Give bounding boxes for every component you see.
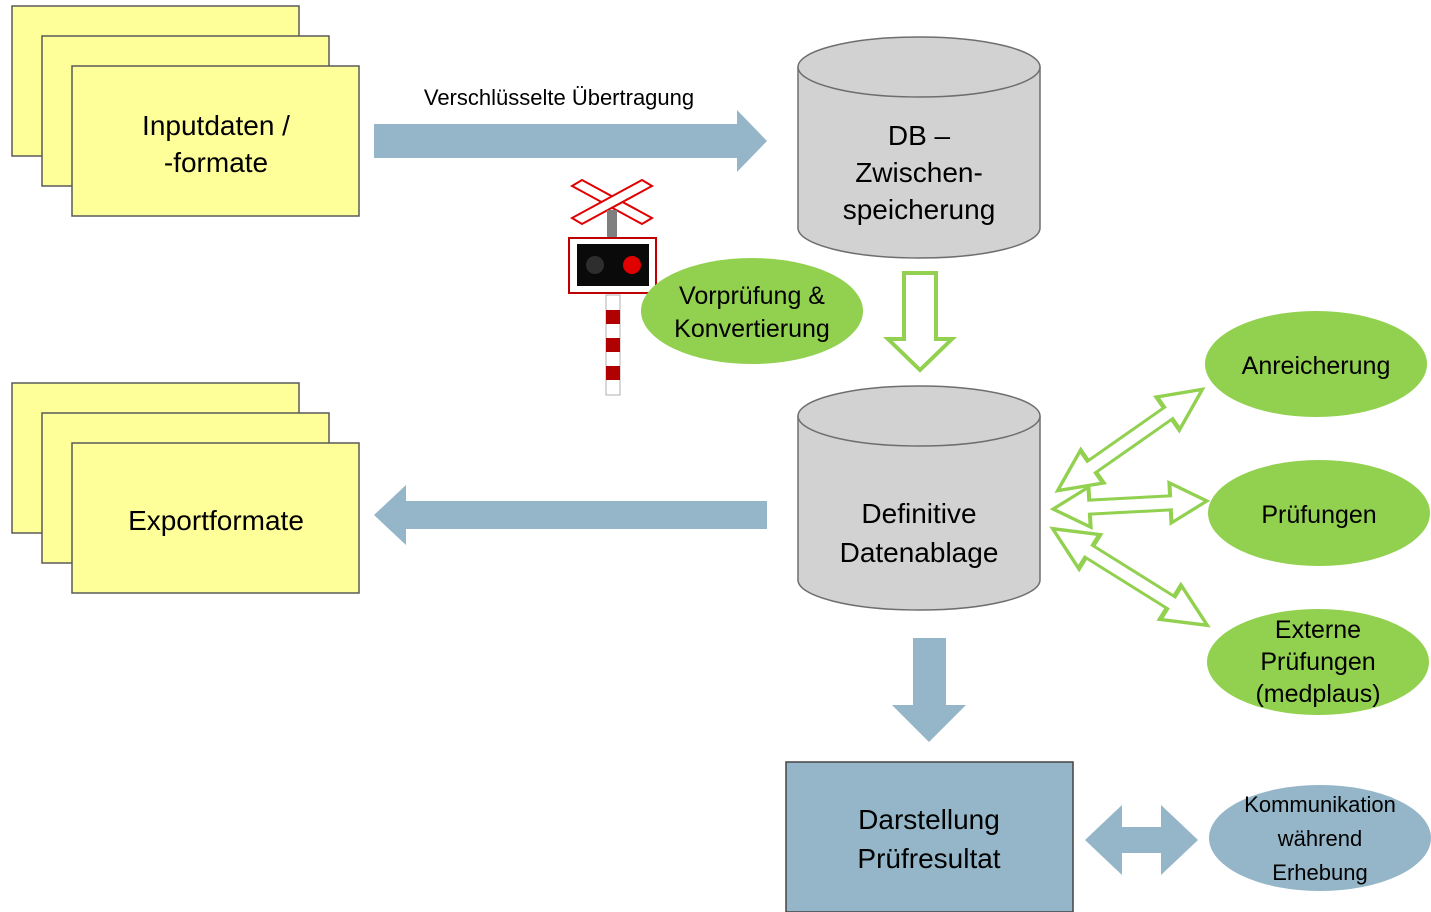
external-checks-ellipse: Externe Prüfungen (medplaus): [1207, 609, 1429, 715]
final-database-top: [797, 385, 1041, 447]
communication-label-line3: Erhebung: [1272, 860, 1367, 885]
staging-database-label-line2: Zwischen-: [855, 157, 983, 188]
communication-ellipse: Kommunikation während Erhebung: [1209, 785, 1431, 891]
enrichment-label: Anreicherung: [1242, 352, 1391, 380]
external-checks-label-line3: (medplaus): [1255, 680, 1380, 708]
staging-database-label-line1: DB –: [888, 120, 951, 151]
precheck-label-line2: Konvertierung: [674, 315, 830, 343]
checks-ellipse: Prüfungen: [1208, 460, 1430, 566]
checks-label: Prüfungen: [1261, 501, 1376, 529]
input-documents-stack: Inputdaten / -formate: [11, 5, 360, 217]
crossing-post: [605, 294, 621, 396]
staging-database-label-line3: speicherung: [843, 194, 996, 225]
transfer-label: Verschlüsselte Übertragung: [424, 85, 694, 110]
export-arrow: [374, 485, 767, 545]
crossing-cross: [569, 178, 655, 226]
final-database-label-line2: Datenablage: [840, 537, 999, 568]
transfer-arrow: [374, 110, 767, 172]
crossing-pole-top: [607, 210, 617, 240]
communication-label-line2: während: [1277, 826, 1362, 851]
final-to-result-arrow: [892, 638, 966, 742]
staging-database-top: [797, 36, 1041, 98]
precheck-ellipse: Vorprüfung & Konvertierung: [641, 258, 863, 364]
staging-database: DB – Zwischen- speicherung: [797, 36, 1041, 259]
signal-light-off: [586, 256, 604, 274]
enrichment-double-arrow: [1054, 387, 1206, 493]
precheck-label-line1: Vorprüfung &: [679, 282, 825, 310]
staging-to-final-arrow: [883, 271, 957, 373]
input-doc-front: [71, 65, 360, 217]
export-documents-stack: Exportformate: [11, 382, 360, 594]
result-box: Darstellung Prüfresultat: [785, 761, 1074, 912]
communication-label-line1: Kommunikation: [1244, 792, 1396, 817]
final-database: Definitive Datenablage: [797, 385, 1041, 611]
export-doc-label: Exportformate: [128, 505, 304, 536]
signal-light-on: [623, 256, 641, 274]
result-communication-double-arrow: [1085, 805, 1198, 875]
external-checks-label-line1: Externe: [1275, 616, 1361, 644]
checks-double-arrow: [1049, 480, 1211, 530]
external-checks-double-arrow: [1049, 526, 1211, 628]
export-doc-front: [71, 442, 360, 594]
staging-database-body: [797, 67, 1041, 259]
result-label-line1: Darstellung: [858, 804, 1000, 835]
final-database-body: [797, 416, 1041, 611]
final-database-label-line1: Definitive: [861, 498, 976, 529]
external-checks-label-line2: Prüfungen: [1260, 648, 1375, 676]
input-doc-label-line1: Inputdaten /: [142, 110, 290, 141]
result-label-line2: Prüfresultat: [857, 843, 1000, 874]
input-doc-label-line2: -formate: [164, 147, 268, 178]
enrichment-ellipse: Anreicherung: [1205, 311, 1427, 417]
railway-crossing-signal-icon: [568, 178, 657, 396]
